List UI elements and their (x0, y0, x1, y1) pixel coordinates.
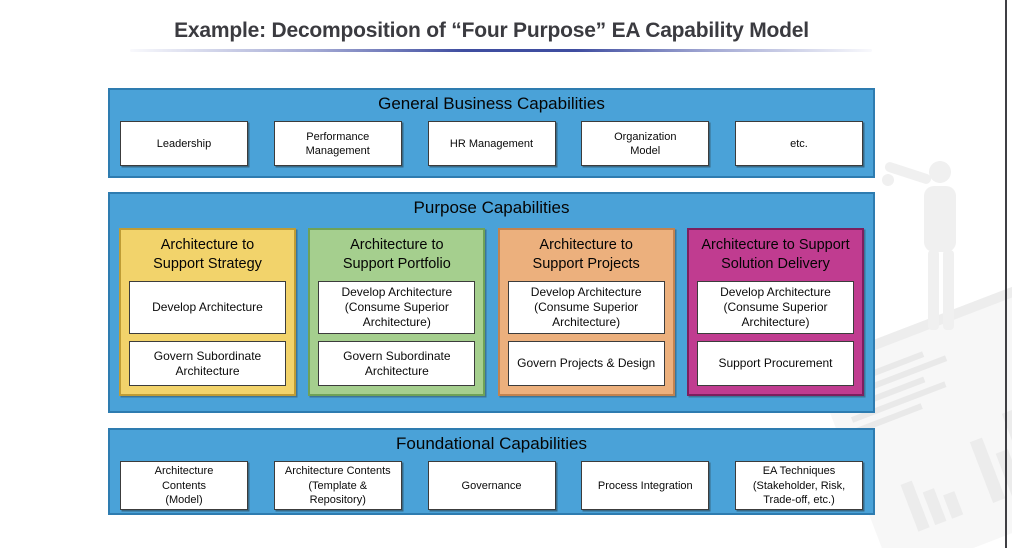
capability-box-organization-model: Organization Model (581, 121, 710, 167)
foundational-panel-title: Foundational Capabilities (396, 434, 587, 453)
portfolio-develop-architecture-box: Develop Architecture (Consume Superior A… (318, 281, 476, 335)
solution-column-header: Architecture to Support Solution Deliver… (701, 237, 850, 273)
general-box-row: Leadership Performance Management HR Man… (110, 121, 873, 167)
solution-develop-architecture-box: Develop Architecture (Consume Superior A… (696, 281, 854, 335)
capability-box-performance-management: Performance Management (273, 121, 402, 167)
slide-title: Example: Decomposition of “Four Purpose”… (174, 19, 809, 42)
purpose-panel-title: Purpose Capabilities (413, 198, 570, 217)
general-business-capabilities-panel: General Business Capabilities Leadership… (108, 88, 875, 178)
projects-column-header: Architecture to Support Projects (532, 237, 640, 273)
capability-box-leadership: Leadership (120, 121, 248, 167)
foundational-capabilities-panel: Foundational Capabilities Architecture C… (108, 428, 875, 515)
purpose-columns-row: Architecture to Support Strategy Develop… (110, 228, 873, 397)
column-architecture-support-projects: Architecture to Support Projects Develop… (497, 228, 675, 397)
projects-develop-architecture-box: Develop Architecture (Consume Superior A… (507, 281, 665, 335)
capability-box-hr-management: HR Management (427, 121, 556, 167)
capability-box-architecture-contents-template-repository: Architecture Contents (Template & Reposi… (273, 461, 402, 511)
purpose-capabilities-panel: Purpose Capabilities Architecture to Sup… (108, 192, 875, 413)
capability-box-governance: Governance (427, 461, 556, 511)
projects-govern-projects-design-box: Govern Projects & Design (507, 341, 665, 387)
capability-box-etc: etc. (735, 121, 863, 167)
general-panel-title: General Business Capabilities (378, 94, 605, 113)
strategy-develop-architecture-box: Develop Architecture (129, 281, 286, 335)
foundational-box-row: Architecture Contents (Model) Architectu… (110, 461, 873, 511)
capability-box-ea-techniques: EA Techniques (Stakeholder, Risk, Trade-… (735, 461, 863, 511)
capability-box-process-integration: Process Integration (581, 461, 710, 511)
title-underline-divider (130, 49, 872, 52)
portfolio-column-header: Architecture to Support Portfolio (342, 237, 451, 273)
column-architecture-support-strategy: Architecture to Support Strategy Develop… (119, 228, 296, 397)
column-architecture-support-solution-delivery: Architecture to Support Solution Deliver… (686, 228, 864, 397)
capability-box-architecture-contents-model: Architecture Contents (Model) (120, 461, 248, 511)
solution-support-procurement-box: Support Procurement (696, 341, 854, 387)
strategy-govern-subordinate-box: Govern Subordinate Architecture (129, 341, 286, 387)
slide-right-border-line (1005, 0, 1007, 548)
column-architecture-support-portfolio: Architecture to Support Portfolio Develo… (308, 228, 486, 397)
strategy-column-header: Architecture to Support Strategy (153, 237, 262, 273)
portfolio-govern-subordinate-box: Govern Subordinate Architecture (318, 341, 476, 387)
